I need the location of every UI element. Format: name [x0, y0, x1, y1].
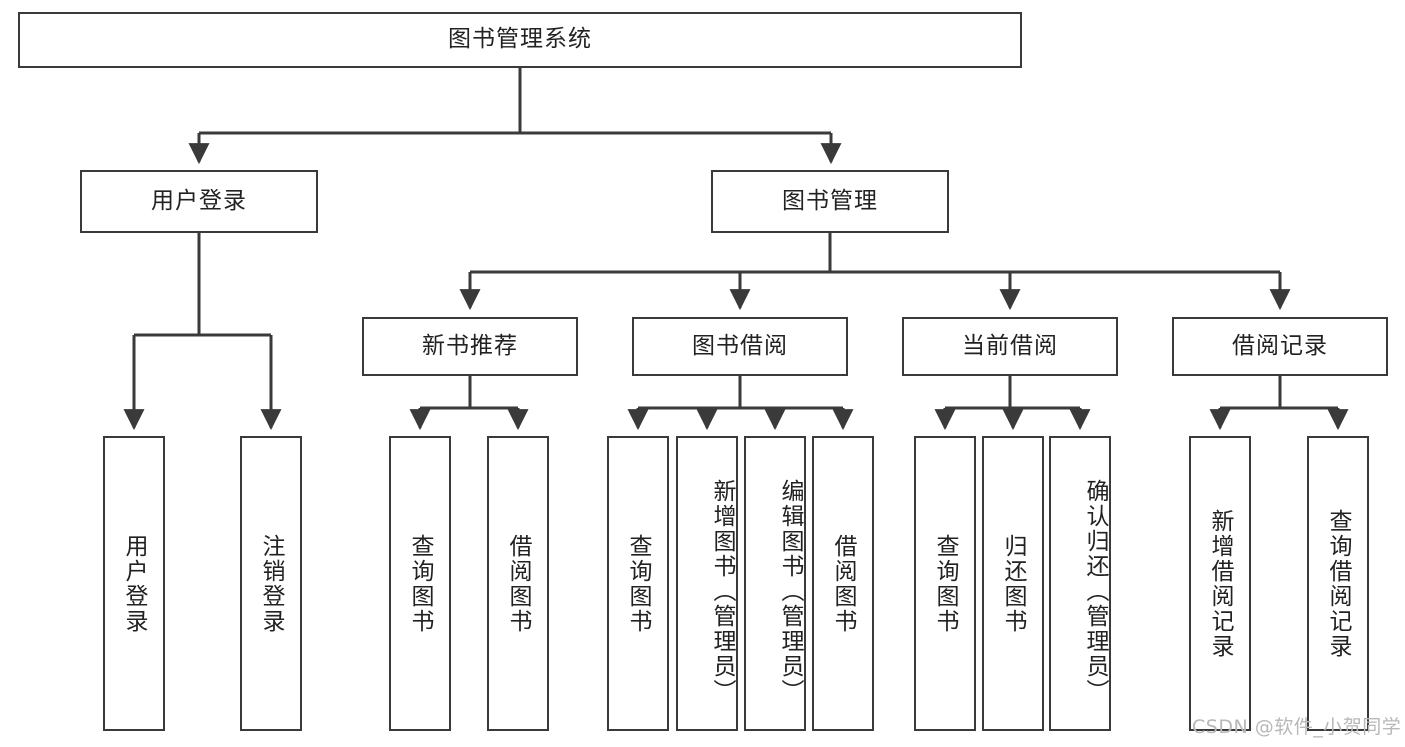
csdn-watermark: CSDN @软件_小贺同学: [1192, 716, 1402, 738]
node-borrow-records[interactable]: 借阅记录: [1172, 317, 1388, 376]
leaf-query-book-borrow[interactable]: 查询图书: [607, 436, 669, 731]
leaf-user-login[interactable]: 用户登录: [103, 436, 165, 731]
leaf-edit-book-admin[interactable]: 编辑图书（管理员）: [744, 436, 806, 731]
leaf-return-book[interactable]: 归还图书: [982, 436, 1044, 731]
leaf-add-borrow-record[interactable]: 新增借阅记录: [1189, 436, 1251, 731]
leaf-query-book-recommend[interactable]: 查询图书: [389, 436, 451, 731]
node-current-borrow[interactable]: 当前借阅: [902, 317, 1118, 376]
leaf-confirm-return-admin[interactable]: 确认归还（管理员）: [1049, 436, 1111, 731]
leaf-add-book-admin[interactable]: 新增图书（管理员）: [676, 436, 738, 731]
leaf-user-logout[interactable]: 注销登录: [240, 436, 302, 731]
leaf-borrow-book-recommend[interactable]: 借阅图书: [487, 436, 549, 731]
node-book-borrow[interactable]: 图书借阅: [632, 317, 848, 376]
leaf-query-book-current[interactable]: 查询图书: [914, 436, 976, 731]
node-root[interactable]: 图书管理系统: [18, 12, 1022, 68]
leaf-query-borrow-record[interactable]: 查询借阅记录: [1307, 436, 1369, 731]
leaf-borrow-book[interactable]: 借阅图书: [812, 436, 874, 731]
node-book-management[interactable]: 图书管理: [711, 170, 949, 233]
node-user-login[interactable]: 用户登录: [80, 170, 318, 233]
node-new-book-recommend[interactable]: 新书推荐: [362, 317, 578, 376]
